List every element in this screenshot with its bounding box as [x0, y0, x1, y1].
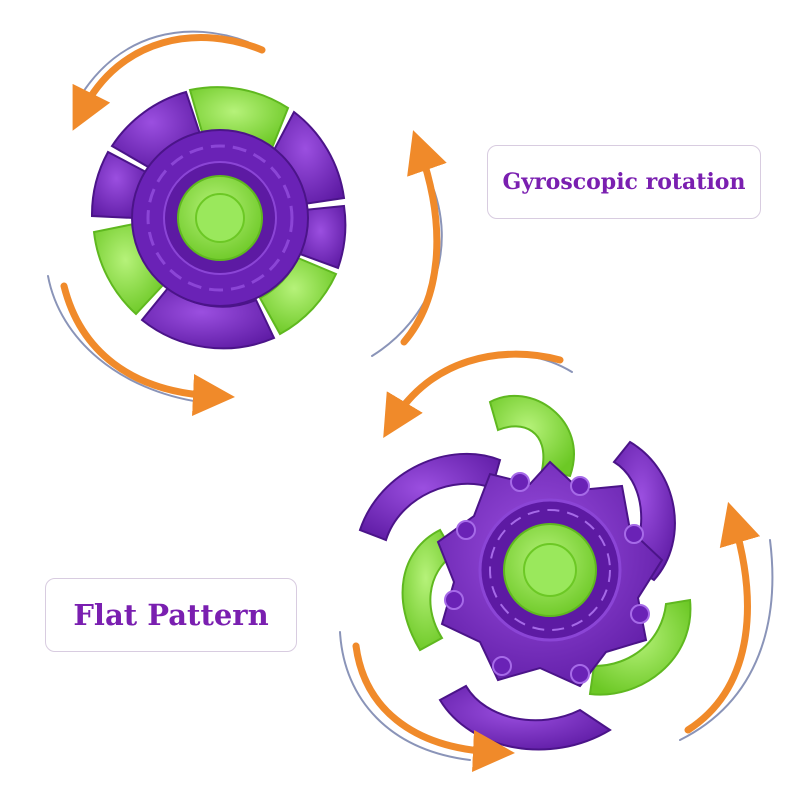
label-text: Flat Pattern — [73, 598, 269, 632]
rotation-arrow-icon — [47, 275, 235, 416]
rotation-arrow-icon — [339, 631, 515, 772]
rotation-arrow-icon — [371, 130, 447, 357]
label-text: Gyroscopic rotation — [502, 169, 746, 195]
rotation-arrow-icon — [383, 350, 573, 438]
rotation-arrow-icon — [679, 501, 774, 741]
hub-bolts — [444, 472, 650, 684]
rotation-arrow-icon — [72, 30, 266, 131]
spinner-flat — [358, 394, 692, 751]
label-flat-pattern: Flat Pattern — [45, 578, 297, 652]
spinner-gyroscopic — [90, 86, 347, 350]
label-gyroscopic-rotation: Gyroscopic rotation — [487, 145, 761, 219]
outer-petals — [90, 86, 347, 350]
